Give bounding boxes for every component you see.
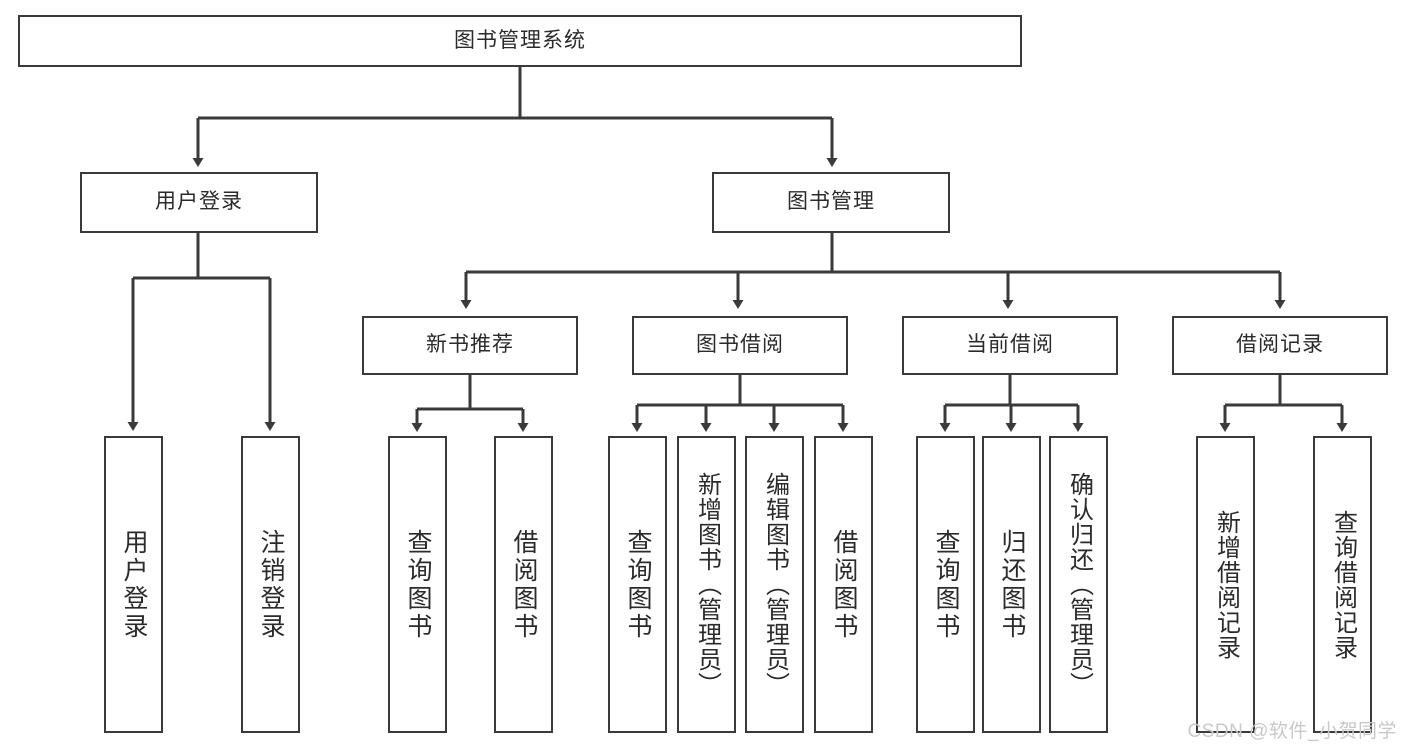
node-new-book-rec[interactable]: 新书推荐 <box>362 316 578 375</box>
node-leaf-return-book-label: 归还图书 <box>998 528 1026 641</box>
node-root-label: 图书管理系统 <box>454 28 586 52</box>
node-leaf-query-book-1[interactable]: 查询图书 <box>388 436 447 733</box>
node-leaf-borrow-book-2-label: 借阅图书 <box>830 528 858 641</box>
node-leaf-query-book-2[interactable]: 查询图书 <box>608 436 667 733</box>
node-leaf-logout[interactable]: 注销登录 <box>241 436 300 733</box>
node-leaf-add-record[interactable]: 新增借阅记录 <box>1196 436 1255 733</box>
node-current-borrow[interactable]: 当前借阅 <box>902 316 1118 375</box>
node-user-login-label: 用户登录 <box>155 190 243 214</box>
node-leaf-query-record[interactable]: 查询借阅记录 <box>1313 436 1372 733</box>
node-new-book-rec-label: 新书推荐 <box>426 333 514 357</box>
node-leaf-return-book[interactable]: 归还图书 <box>982 436 1041 733</box>
node-leaf-borrow-book-2[interactable]: 借阅图书 <box>814 436 873 733</box>
csdn-watermark: CSDN @软件_小贺同学 <box>1187 721 1397 742</box>
node-borrow-record-label: 借阅记录 <box>1236 333 1324 357</box>
node-leaf-query-book-2-label: 查询图书 <box>624 528 652 641</box>
node-book-borrow[interactable]: 图书借阅 <box>632 316 848 375</box>
node-leaf-borrow-book-1[interactable]: 借阅图书 <box>494 436 553 733</box>
node-leaf-confirm-return-label: 确认归还（管理员） <box>1065 472 1093 697</box>
node-leaf-edit-book[interactable]: 编辑图书（管理员） <box>745 436 804 733</box>
node-leaf-add-record-label: 新增借阅记录 <box>1212 509 1240 660</box>
node-leaf-edit-book-label: 编辑图书（管理员） <box>761 472 789 697</box>
node-root[interactable]: 图书管理系统 <box>18 15 1022 67</box>
node-leaf-add-book[interactable]: 新增图书（管理员） <box>677 436 736 733</box>
node-leaf-logout-label: 注销登录 <box>257 528 285 641</box>
node-leaf-user-login[interactable]: 用户登录 <box>104 436 163 733</box>
node-leaf-query-book-3-label: 查询图书 <box>932 528 960 641</box>
node-leaf-query-record-label: 查询借阅记录 <box>1329 509 1357 660</box>
node-leaf-add-book-label: 新增图书（管理员） <box>693 472 721 697</box>
node-book-manage[interactable]: 图书管理 <box>712 172 950 233</box>
node-borrow-record[interactable]: 借阅记录 <box>1172 316 1388 375</box>
node-leaf-borrow-book-1-label: 借阅图书 <box>510 528 538 641</box>
node-book-borrow-label: 图书借阅 <box>696 333 784 357</box>
node-user-login[interactable]: 用户登录 <box>80 172 318 233</box>
node-leaf-user-login-label: 用户登录 <box>120 528 148 641</box>
node-current-borrow-label: 当前借阅 <box>966 333 1054 357</box>
node-book-manage-label: 图书管理 <box>787 190 875 214</box>
node-leaf-query-book-1-label: 查询图书 <box>404 528 432 641</box>
node-leaf-query-book-3[interactable]: 查询图书 <box>916 436 975 733</box>
node-leaf-confirm-return[interactable]: 确认归还（管理员） <box>1049 436 1108 733</box>
